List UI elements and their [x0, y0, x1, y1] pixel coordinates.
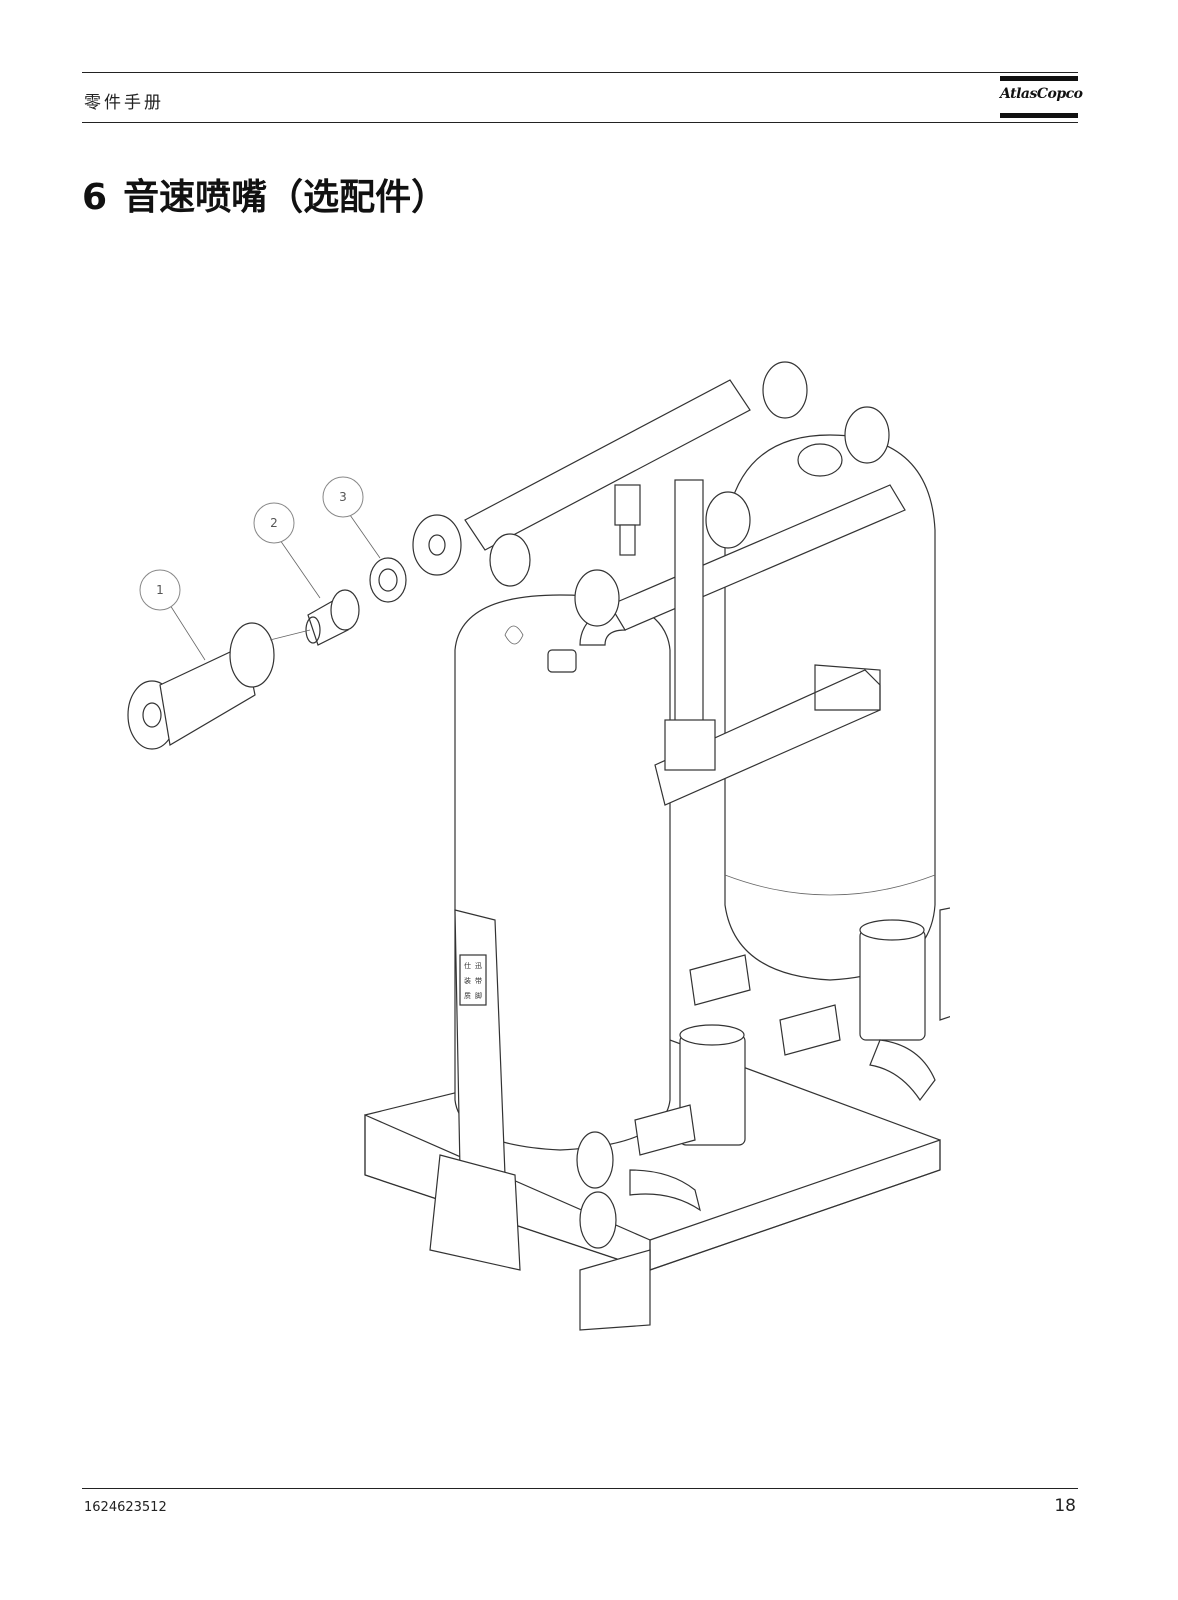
footer-rule [82, 1488, 1078, 1489]
callout-2: 2 [253, 502, 295, 544]
page-number: 18 [1054, 1496, 1076, 1516]
cross-beam [654, 664, 881, 806]
page-footer: 1624623512 18 [82, 1488, 1078, 1528]
callout-leaders [169, 514, 381, 661]
label-panel-char-6: 脚 [475, 991, 482, 1000]
logo-bar-top [1000, 76, 1078, 81]
header-bottom-rule [82, 122, 1078, 123]
document-number: 1624623512 [84, 1500, 167, 1515]
section-title-text: 音速喷嘴（选配件） [123, 177, 448, 218]
bottom-valves [576, 954, 936, 1249]
silencers [679, 919, 926, 1146]
gasket [369, 557, 407, 603]
section-number: 6 [82, 177, 108, 218]
label-panel-char-2: 迅 [475, 962, 482, 970]
sonic-nozzle [305, 589, 360, 646]
label-panel-char-5: 质 [464, 991, 471, 1000]
exploded-view-drawing: 1 2 3 仕 迅 装 带 质 脚 [127, 361, 950, 1331]
label-panel-char-4: 带 [475, 977, 482, 985]
support-column [429, 909, 521, 1271]
section-title: 6 音速喷嘴（选配件） [82, 168, 447, 220]
filter-regulator [614, 484, 641, 556]
callout-1: 1 [139, 569, 181, 611]
label-panel-char-3: 装 [464, 976, 471, 985]
header-title: 零件手册 [84, 93, 164, 113]
nozzle-pipe [127, 622, 275, 750]
callout-1-label: 1 [156, 583, 164, 597]
atlas-copco-logo: AtlasCopco [1000, 76, 1083, 120]
top-piping [464, 379, 906, 771]
callout-2-label: 2 [270, 516, 278, 530]
label-panel-text: 仕 迅 装 带 质 脚 [464, 961, 482, 1000]
label-panel-char-1: 仕 [464, 961, 471, 970]
page-header: 零件手册 AtlasCopco [82, 72, 1083, 124]
callout-3: 3 [322, 476, 364, 518]
logo-text: AtlasCopco [1000, 86, 1083, 102]
logo-bar-bottom [1000, 113, 1078, 118]
header-top-rule [82, 72, 1078, 73]
callout-3-label: 3 [339, 490, 347, 504]
pipe-flanges [412, 361, 890, 627]
